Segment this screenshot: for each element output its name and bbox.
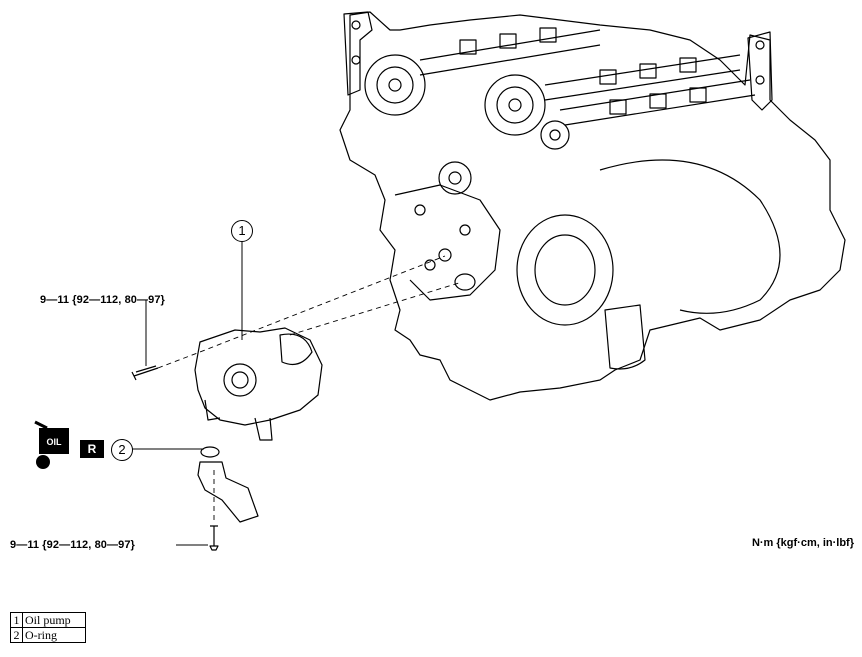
legend-number: 1 [10, 612, 23, 628]
oil-pump-body [194, 327, 323, 426]
parts-legend: 1 Oil pump 2 O-ring [10, 612, 86, 643]
legend-part-name: Oil pump [22, 612, 86, 628]
oil-can-icon: OIL [34, 420, 69, 469]
legend-part-name: O-ring [22, 627, 86, 643]
torque-spec-lower: 9—11 {92—112, 80—97} [10, 539, 135, 551]
legend-row: 1 Oil pump [10, 612, 86, 628]
torque-unit-label: N·m {kgf·cm, in·lbf} [751, 537, 854, 549]
callout-2: 2 [111, 439, 133, 461]
legend-row: 2 O-ring [10, 627, 86, 643]
legend-number: 2 [10, 627, 23, 643]
engine-oil-pump-diagram [131, 11, 846, 551]
upper-bolt [131, 365, 159, 381]
lower-bolt [209, 525, 219, 551]
engine-block-outline [339, 11, 846, 401]
o-ring [200, 446, 220, 458]
oil-icon-text: OIL [47, 437, 63, 447]
torque-spec-upper: 9—11 {92—112, 80—97} [40, 294, 165, 306]
replace-part-icon: R [80, 440, 104, 458]
oil-strainer-pipe [197, 461, 259, 523]
callout-1: 1 [231, 220, 253, 242]
